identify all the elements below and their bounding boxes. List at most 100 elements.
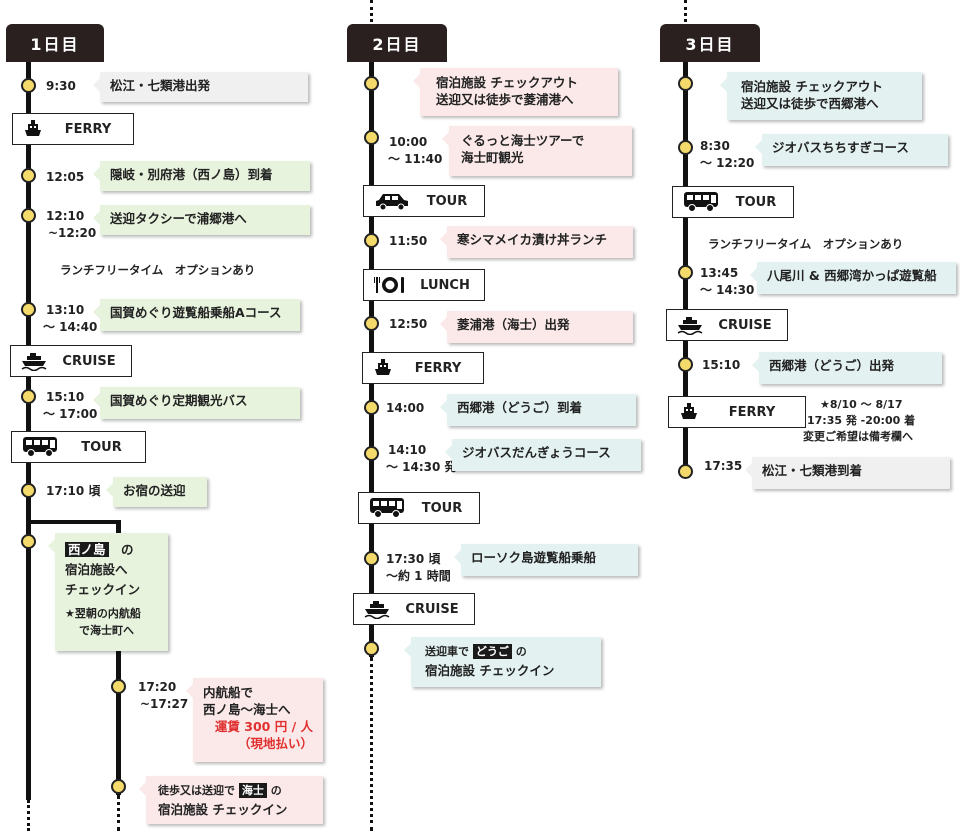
badge-text: CRUISE bbox=[62, 353, 116, 369]
time-label: 14:10 bbox=[388, 443, 427, 457]
event-box-naikousen: 内航船で 西ノ島～海士へ 運賃 300 円 / 人 （現地払い） bbox=[186, 678, 323, 762]
timeline-node bbox=[364, 446, 379, 461]
badge-text: FERRY bbox=[64, 121, 112, 137]
event-box: 西郷港（どうご）到着 bbox=[440, 394, 636, 426]
event-text: 西ノ島～海士へ bbox=[203, 702, 291, 717]
lunch-note: ランチフリータイム オプションあり bbox=[708, 237, 904, 251]
day1-timeline bbox=[26, 62, 31, 522]
day2-label: 2日目 bbox=[347, 24, 447, 62]
event-box-nishinoshima: 西ノ島 の 宿泊施設へ チェックイン ★翌朝の内航船 で海士町へ bbox=[48, 533, 168, 651]
timeline-node bbox=[21, 534, 36, 549]
timeline-node bbox=[678, 464, 693, 479]
event-text: の bbox=[270, 784, 282, 797]
event-box: 菱浦港（海士）出発 bbox=[440, 311, 633, 343]
event-box: 八尾川 & 西郷湾かっぱ遊覧船 bbox=[750, 262, 956, 294]
time-label-end: ~17:27 bbox=[140, 697, 189, 711]
event-text: 松江・七類港出発 bbox=[110, 78, 211, 93]
event-text: 西郷港（どうご）到着 bbox=[457, 400, 583, 415]
event-box: 国賀めぐり遊覧船乗船Aコース bbox=[93, 299, 300, 331]
timeline-node bbox=[678, 140, 693, 155]
event-text: 送迎車で bbox=[425, 645, 469, 658]
timeline-node bbox=[364, 130, 379, 145]
event-box: 国賀めぐり定期観光バス bbox=[93, 387, 300, 419]
ferry-badge: FERRY bbox=[12, 113, 134, 145]
ferry-schedule-note: ★8/10 ～ 8/17 bbox=[820, 398, 903, 411]
event-text: お宿の送迎 bbox=[123, 483, 186, 498]
day1-branch-timeline bbox=[116, 520, 121, 795]
event-box: 宿泊施設 チェックアウト送迎又は徒歩で菱浦港へ bbox=[413, 68, 618, 116]
event-box: ジオバスだんぎょうコース bbox=[445, 439, 641, 471]
cruise-ship-icon bbox=[21, 353, 47, 371]
timeline-node bbox=[21, 168, 36, 183]
event-text: 菱浦港（海士）出発 bbox=[457, 317, 570, 332]
place-tag: 海士 bbox=[238, 783, 267, 798]
time-label: 15:10 bbox=[46, 390, 85, 404]
event-box: 隠岐・別府港（西ノ島）到着 bbox=[93, 161, 310, 191]
event-text: ぐるっと海士ツアーで bbox=[461, 133, 585, 148]
timeline-node bbox=[364, 76, 379, 91]
bus-icon bbox=[370, 498, 404, 518]
time-label: 12:10 bbox=[46, 209, 85, 223]
day1-timeline-lower bbox=[26, 520, 31, 800]
lunch-note: ランチフリータイム オプションあり bbox=[60, 263, 256, 277]
day1-branch-line bbox=[26, 520, 121, 524]
lunch-badge: LUNCH bbox=[363, 269, 485, 301]
timeline-node bbox=[364, 316, 379, 331]
fare-text: 運賃 300 円 / 人 bbox=[214, 719, 313, 734]
event-text: 送迎タクシーで浦郷港へ bbox=[110, 211, 247, 226]
event-line: 送迎車で どうご の bbox=[425, 643, 587, 660]
event-box: ぐるっと海士ツアーで海士町観光 bbox=[442, 126, 632, 176]
event-box-ama-checkin: 徒歩又は送迎で 海士 の 宿泊施設 チェックイン bbox=[139, 776, 323, 824]
ferry-icon bbox=[25, 120, 41, 136]
badge-text: CRUISE bbox=[405, 601, 459, 617]
time-label-end: ～ 14:30 発 bbox=[386, 460, 457, 474]
time-label: 17:30 頃 bbox=[386, 552, 441, 566]
event-box: ローソク島遊覧船乗船 bbox=[454, 544, 638, 576]
time-label: 17:20 bbox=[138, 680, 177, 694]
badge-text: CRUISE bbox=[718, 317, 772, 333]
cruise-badge: CRUISE bbox=[10, 345, 132, 377]
time-label-end: ～ 14:30 bbox=[700, 283, 755, 297]
place-tag: 西ノ島 bbox=[65, 542, 109, 557]
cruise-ship-icon bbox=[677, 317, 703, 335]
time-label-end: ～ 12:20 bbox=[700, 156, 755, 170]
event-text: 宿泊施設へ bbox=[65, 562, 128, 577]
event-text: ローソク島遊覧船乗船 bbox=[471, 550, 597, 565]
timeline-node bbox=[364, 641, 379, 656]
ferry-icon bbox=[681, 403, 697, 419]
event-text: 西郷港（どうご）出発 bbox=[769, 358, 895, 373]
event-box: 送迎タクシーで浦郷港へ bbox=[93, 205, 310, 235]
event-box: 松江・七類港到着 bbox=[745, 457, 950, 489]
ferry-schedule-note: 変更ご希望は備考欄へ bbox=[803, 430, 913, 443]
tour-badge: TOUR bbox=[672, 186, 794, 218]
event-text: の bbox=[515, 645, 527, 658]
event-box: ジオバスちちすぎコース bbox=[755, 134, 948, 166]
ferry-icon bbox=[375, 359, 391, 375]
day3-top-dots bbox=[684, 0, 687, 22]
ferry-badge: FERRY bbox=[668, 396, 806, 428]
event-text: 宿泊施設 チェックアウト bbox=[436, 75, 578, 90]
badge-text: TOUR bbox=[421, 500, 463, 516]
timeline-node bbox=[364, 233, 379, 248]
event-box: お宿の送迎 bbox=[106, 477, 207, 507]
time-label: 12:05 bbox=[46, 170, 85, 184]
time-label: 17:10 頃 bbox=[46, 484, 101, 498]
time-label: 15:10 bbox=[702, 358, 741, 372]
time-label: 14:00 bbox=[386, 401, 425, 415]
cutlery-icon bbox=[374, 277, 404, 293]
event-text: 八尾川 & 西郷湾かっぱ遊覧船 bbox=[767, 268, 937, 283]
timeline-node bbox=[678, 76, 693, 91]
event-box: 寒シマメイカ漬け丼ランチ bbox=[440, 226, 633, 258]
event-text: 松江・七類港到着 bbox=[762, 463, 863, 478]
timeline-node bbox=[111, 679, 126, 694]
place-tag: どうご bbox=[472, 644, 512, 659]
event-text: 国賀めぐり定期観光バス bbox=[110, 393, 248, 408]
event-text: 宿泊施設 チェックイン bbox=[425, 663, 555, 678]
time-label: 17:35 bbox=[704, 459, 743, 473]
timeline-node bbox=[678, 357, 693, 372]
timeline-node bbox=[21, 208, 36, 223]
time-label: 10:00 bbox=[389, 135, 428, 149]
event-note: で海士町へ bbox=[79, 624, 134, 637]
event-text: 国賀めぐり遊覧船乗船Aコース bbox=[110, 305, 282, 320]
day2-top-dots bbox=[370, 0, 373, 22]
